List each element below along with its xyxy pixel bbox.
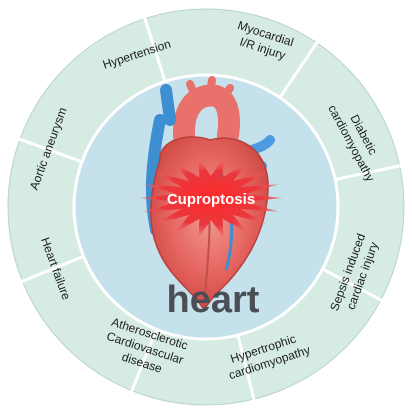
segment-divider [236,334,256,401]
burst-label: Cuproptosis [167,191,255,208]
aorta-arch [173,84,240,161]
segment-divider [18,137,83,164]
segment-divider [278,41,319,99]
segment-divider [130,328,158,393]
aorta-branches [186,76,234,104]
center-label: heart [167,279,260,321]
segment-divider [334,164,401,182]
segment-divider [20,255,85,283]
cuproptosis-burst [139,158,283,238]
segment-dividers [18,17,401,401]
segment-divider [321,267,383,302]
segment-divider [143,17,167,82]
